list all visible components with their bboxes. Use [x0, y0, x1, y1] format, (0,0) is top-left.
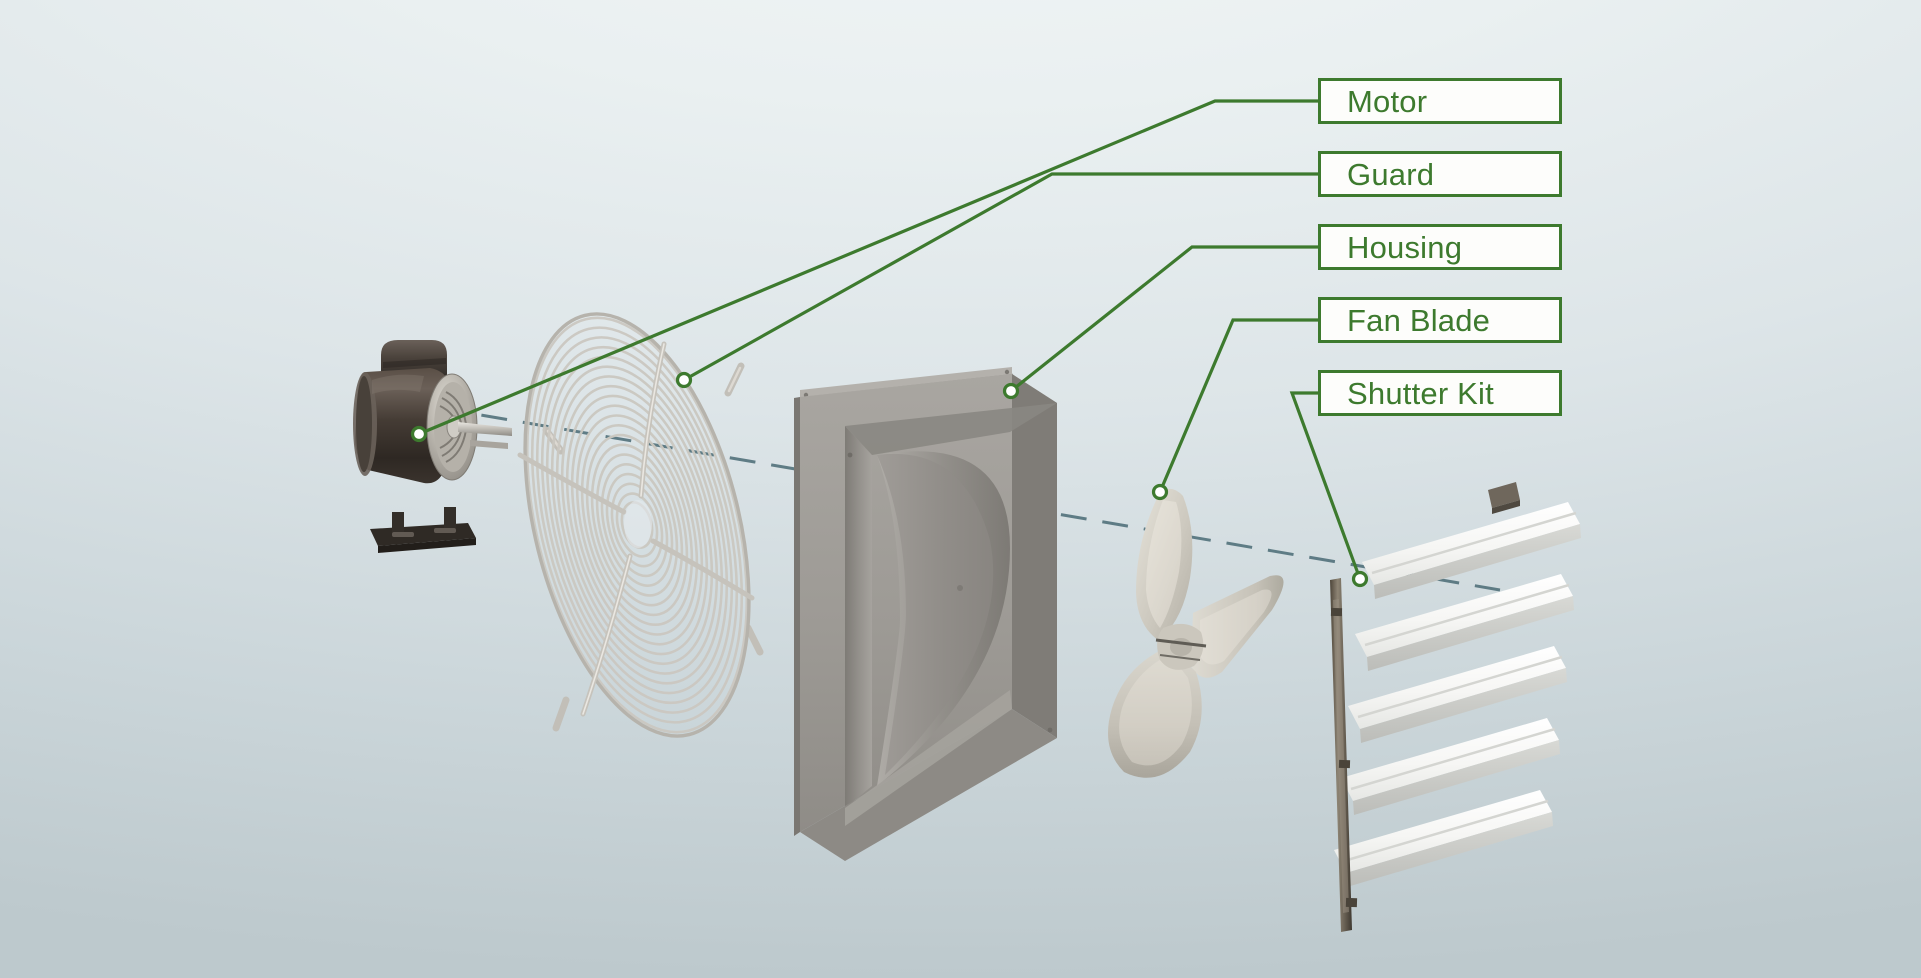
leader-dot-motor	[410, 425, 428, 443]
leader-line-guard	[683, 172, 1318, 382]
label-fan-blade[interactable]: Fan Blade	[1318, 297, 1562, 343]
label-guard-text: Guard	[1347, 156, 1435, 192]
label-shutter-kit-text: Shutter Kit	[1347, 375, 1494, 411]
leader-dot-shutter-kit	[1351, 570, 1369, 588]
label-guard[interactable]: Guard	[1318, 151, 1562, 197]
label-motor[interactable]: Motor	[1318, 78, 1562, 124]
label-housing[interactable]: Housing	[1318, 224, 1562, 270]
label-housing-text: Housing	[1347, 229, 1463, 265]
leader-line-motor	[418, 99, 1318, 436]
leader-dot-fan-blade	[1151, 483, 1169, 501]
leader-dot-guard	[675, 371, 693, 389]
label-fan-blade-text: Fan Blade	[1347, 302, 1491, 338]
leader-line-shutter-kit	[1289, 391, 1362, 580]
label-shutter-kit[interactable]: Shutter Kit	[1318, 370, 1562, 416]
leader-line-housing	[1010, 245, 1318, 393]
leader-dot-housing	[1002, 382, 1020, 400]
label-motor-text: Motor	[1347, 83, 1428, 119]
leader-line-fan-blade	[1158, 318, 1318, 493]
